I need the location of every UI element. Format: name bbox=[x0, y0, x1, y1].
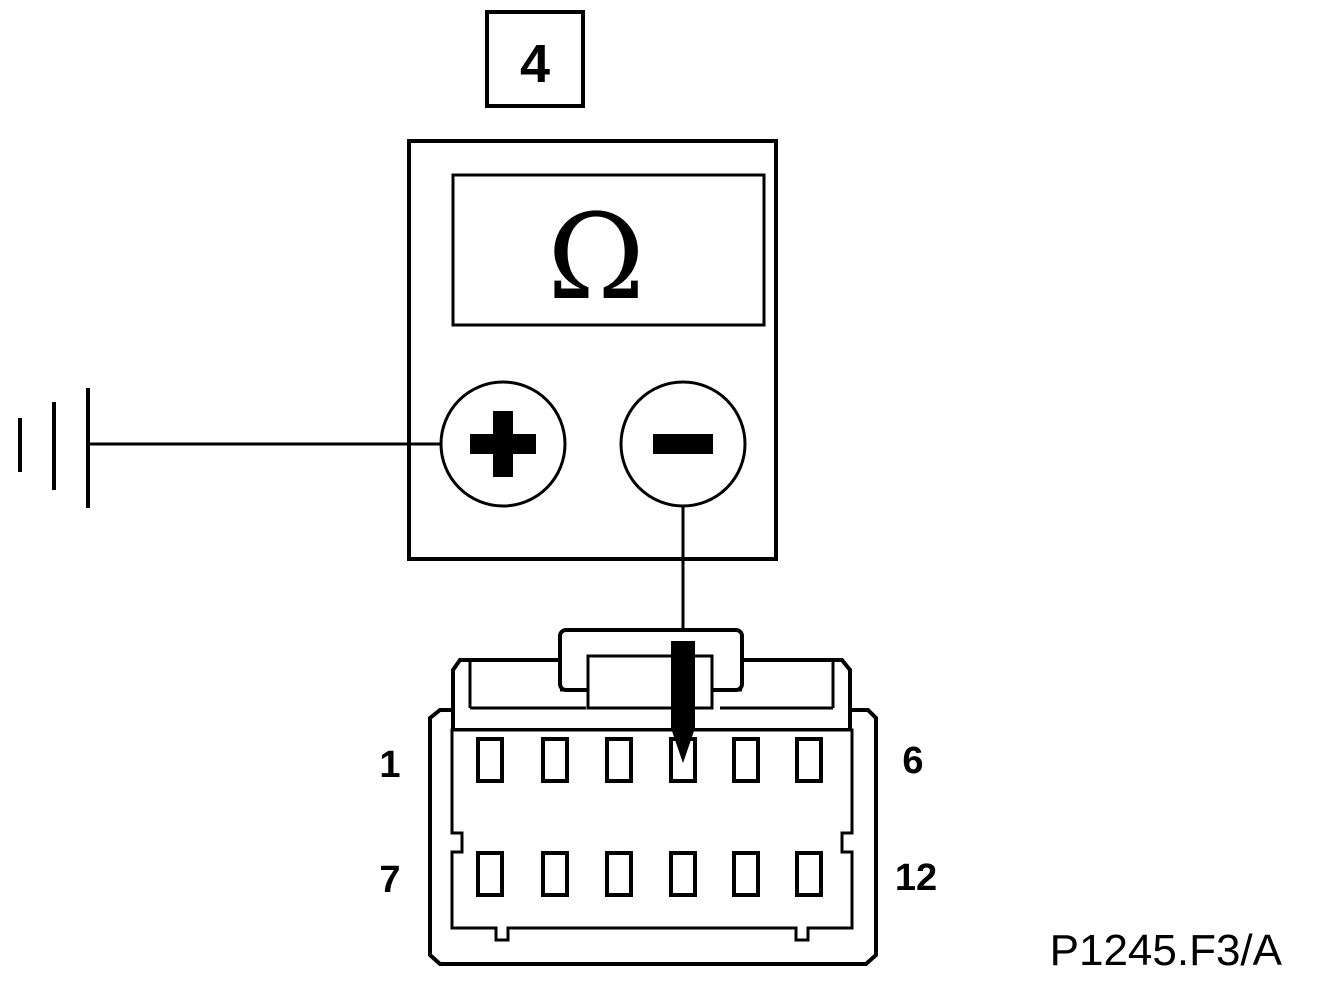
ohm-symbol: Ω bbox=[547, 188, 645, 326]
pin-label-bottom-left: 7 bbox=[379, 859, 400, 901]
pin-cavity-3 bbox=[605, 737, 633, 783]
pin-cavity-8 bbox=[541, 851, 569, 897]
pin-label-top-right: 6 bbox=[902, 740, 923, 782]
pin-cavity-12 bbox=[795, 851, 823, 897]
positive-terminal: + bbox=[439, 380, 567, 508]
minus-icon bbox=[653, 434, 713, 454]
ground-symbol bbox=[18, 388, 90, 508]
pin-cavity-2 bbox=[541, 737, 569, 783]
reference-code: P1245.F3/A bbox=[1050, 926, 1283, 975]
plus-icon-vertical bbox=[493, 411, 513, 477]
pin-cavity-11 bbox=[732, 851, 760, 897]
probe-tip bbox=[671, 641, 695, 764]
negative-terminal: – bbox=[619, 380, 747, 508]
pin-cavity-1 bbox=[476, 737, 504, 783]
step-number: 4 bbox=[520, 34, 550, 94]
multimeter-display bbox=[451, 173, 766, 327]
step-number-box: 4 bbox=[485, 10, 585, 108]
pin-cavity-5 bbox=[732, 737, 760, 783]
pin-cavity-10 bbox=[669, 851, 697, 897]
multimeter: Ω + – bbox=[407, 139, 778, 561]
connector: 1 6 7 12 bbox=[379, 628, 937, 966]
connector-inner-face bbox=[450, 728, 854, 942]
pin-label-top-left: 1 bbox=[379, 744, 400, 786]
pin-cavity-7 bbox=[476, 851, 504, 897]
pin-label-bottom-right: 12 bbox=[895, 857, 937, 899]
pin-cavity-6 bbox=[795, 737, 823, 783]
pin-cavity-9 bbox=[605, 851, 633, 897]
